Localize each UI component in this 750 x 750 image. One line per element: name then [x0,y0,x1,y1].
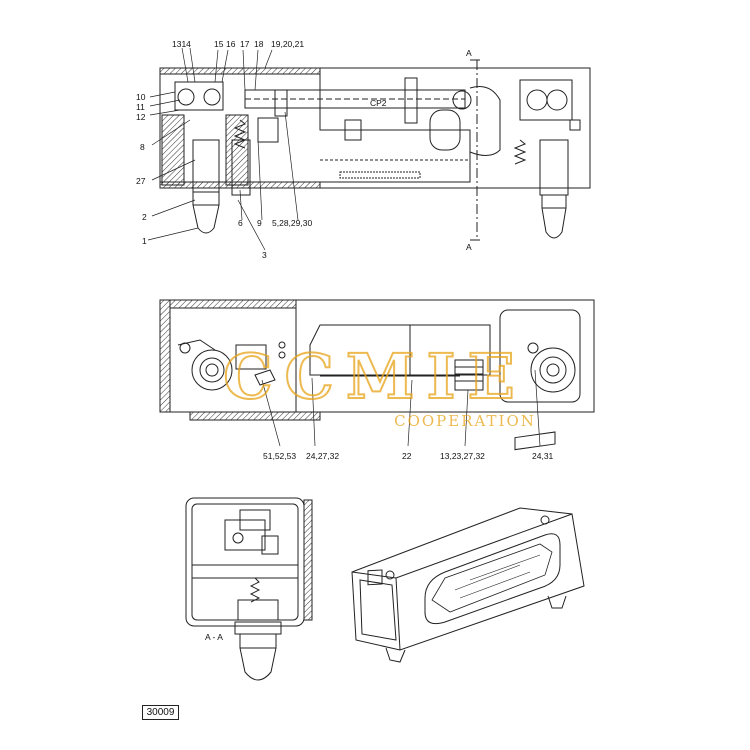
callout-51-53: 51,52,53 [263,451,296,461]
top-view-callouts: 1314 15 16 17 18 19,20,21 10 11 12 8 27 … [136,39,472,260]
callout-3: 3 [262,250,267,260]
callout-17: 17 [240,39,250,49]
callout-2: 2 [142,212,147,222]
callout-18: 18 [254,39,264,49]
watermark: CCMIE COOPERATION [222,339,536,430]
callout-27: 27 [136,176,146,186]
callout-19-21: 19,20,21 [271,39,304,49]
section-marker-top: A [466,48,472,58]
callout-11: 11 [136,102,145,112]
section-pin-tip [239,634,277,681]
middle-view [159,299,595,447]
housing-mark: CP2 [370,98,387,108]
callout-24-31: 24,31 [532,451,554,461]
callout-12: 12 [136,112,146,122]
callout-15: 15 [214,39,224,49]
top-view [147,47,591,251]
watermark-brand: CCMIE [223,340,527,413]
callout-16: 16 [226,39,236,49]
callout-22: 22 [402,451,412,461]
callout-13-14: 1314 [172,39,191,49]
callout-5-30: 5,28,29,30 [272,218,312,228]
callout-8: 8 [140,142,145,152]
callout-6: 6 [238,218,243,228]
watermark-subtitle: COOPERATION [394,412,536,430]
iso-housing [351,507,585,651]
callout-1: 1 [142,236,147,246]
section-marker-bottom: A [466,242,472,252]
isometric-view [351,431,585,663]
right-roller [530,347,576,393]
left-pin-tip [192,192,220,234]
section-caption: A - A [205,632,223,642]
callout-9: 9 [257,218,262,228]
top-housing [159,67,591,189]
callout-10: 10 [136,92,146,102]
callout-24-27-32: 24,27,32 [306,451,339,461]
drawing-number: 30009 [142,705,179,720]
callout-13-23-27-32: 13,23,27,32 [440,451,485,461]
left-pin-body [174,81,224,111]
right-pin-tip [541,195,567,239]
left-roller [191,349,233,391]
section-view [185,497,313,681]
middle-view-callouts: 51,52,53 24,27,32 22 13,23,27,32 24,31 [263,451,554,461]
